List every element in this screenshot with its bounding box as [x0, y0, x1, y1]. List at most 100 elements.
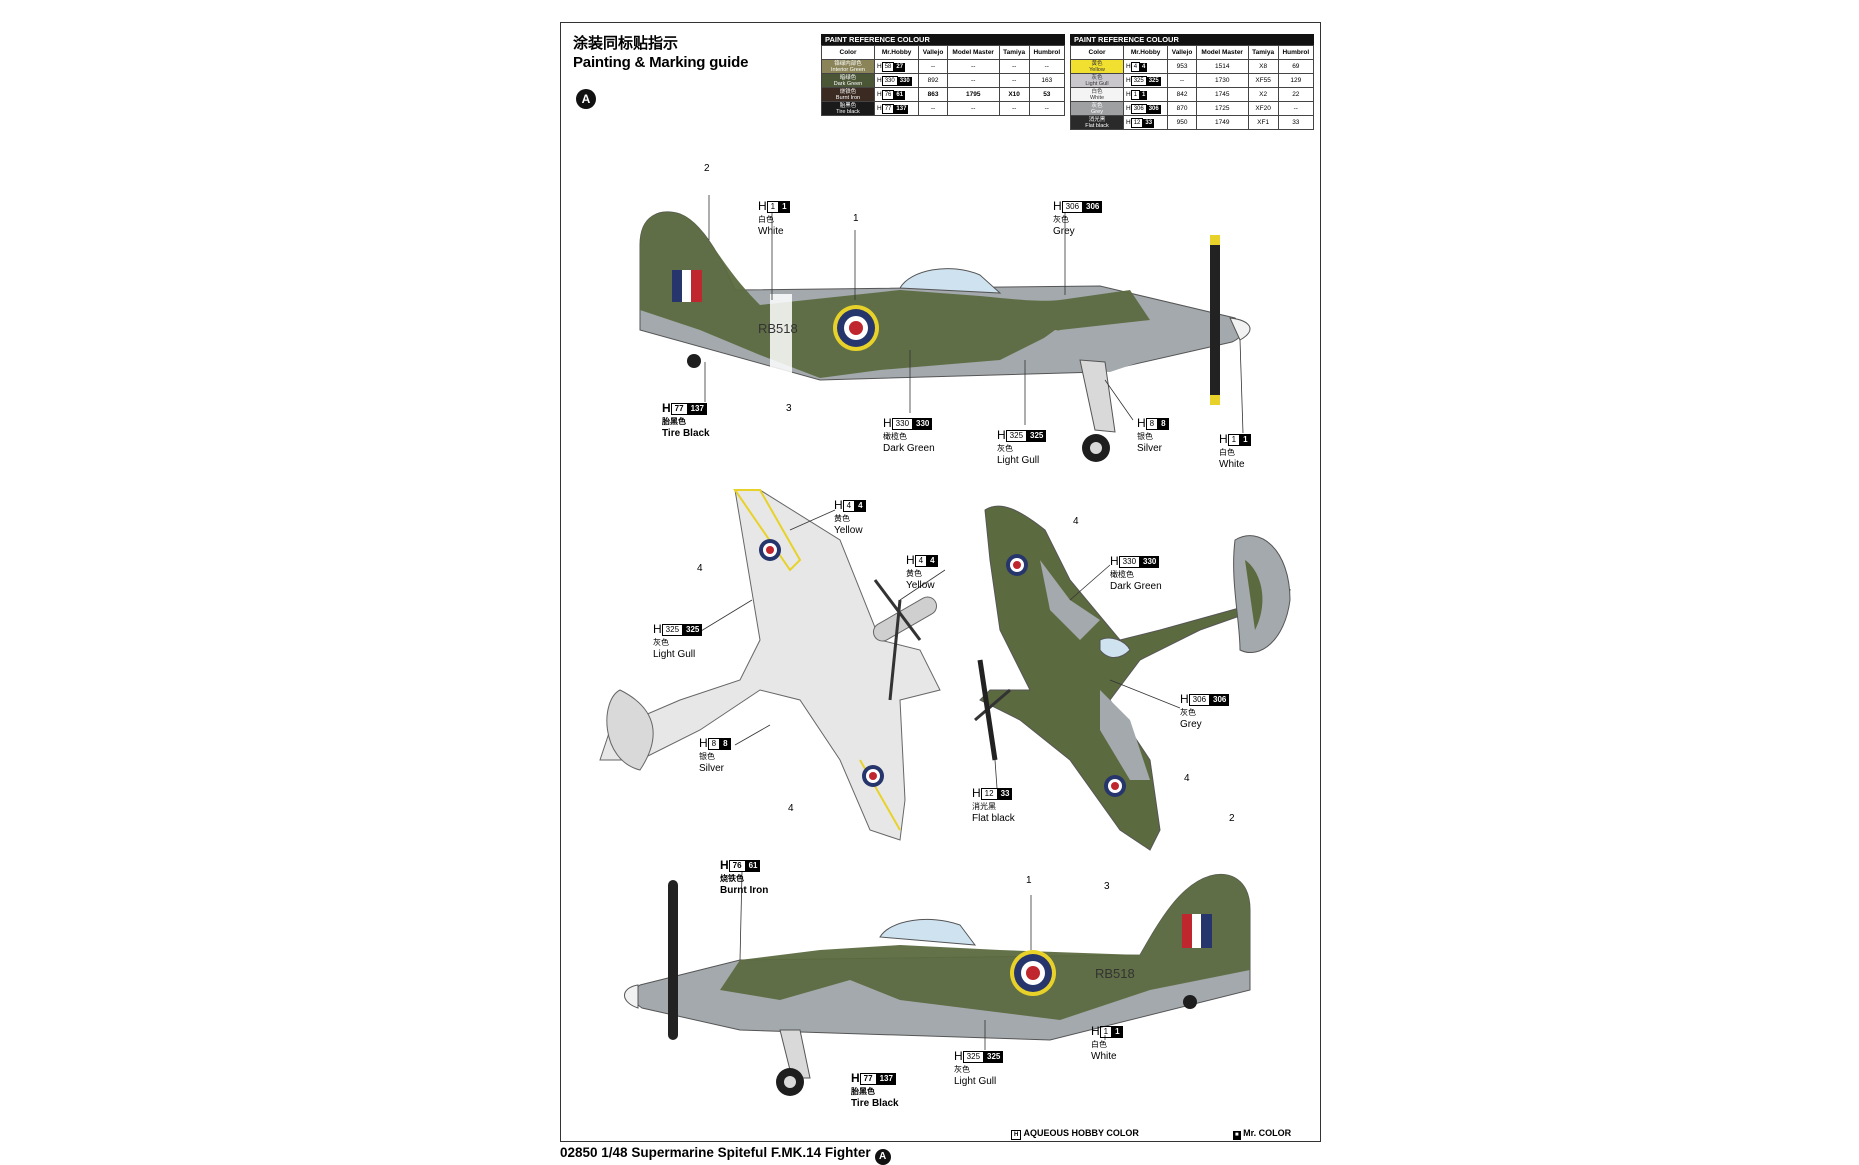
c-code: 306: [1210, 694, 1230, 706]
callout-cn: 消光黑: [972, 802, 996, 811]
h-code: 77: [859, 1073, 877, 1085]
c-code: 330: [897, 76, 912, 86]
swatch-cn: 铬绿内部色: [834, 60, 862, 67]
right-profile-aircraft: RB518: [624, 873, 1251, 1096]
footer-scheme-badge: A: [874, 1149, 891, 1165]
kit-title: 02850 1/48 Supermarine Spiteful F.MK.14 …: [560, 1145, 871, 1160]
callout-en: Grey: [1053, 226, 1075, 237]
guide-title-chinese: 涂装同标贴指示: [573, 34, 679, 52]
c-code: 33: [997, 788, 1013, 800]
swatch-cn: 暗绿色: [839, 74, 857, 81]
c-code: 306: [1146, 104, 1161, 114]
marker-number: 4: [1073, 516, 1079, 527]
legend-h-icon: H: [1011, 1130, 1022, 1140]
c-code: 4: [927, 555, 938, 567]
swatch-en: Burnt Iron: [835, 94, 861, 101]
marker-number: 4: [697, 563, 703, 574]
underside-plan-aircraft: [599, 489, 941, 841]
guide-title-english: Painting & Marking guide: [573, 54, 749, 71]
callout-en: Yellow: [834, 525, 863, 536]
swatch-cn: 胎黑色: [839, 102, 857, 109]
callout-en: White: [758, 226, 784, 237]
h-code: 1: [1227, 434, 1241, 446]
swatch-en: White: [1089, 94, 1105, 101]
callout-cn: 橄榄色: [883, 432, 907, 441]
swatch-en: Grey: [1091, 108, 1103, 115]
callout-cn: 胎黑色: [662, 417, 686, 426]
c-code: 33: [1143, 118, 1155, 128]
callout-en: Flat black: [972, 813, 1015, 824]
h-code: 77: [881, 103, 895, 114]
humbrol-cell: --: [1028, 101, 1066, 116]
callout-en: Burnt Iron: [720, 885, 769, 896]
c-code: 1: [1240, 434, 1251, 446]
h-code: 4: [842, 500, 856, 512]
c-code: 306: [1083, 201, 1103, 213]
c-code: 137: [894, 104, 909, 114]
h-code: 325: [661, 624, 684, 636]
h-code: 12: [1130, 117, 1144, 128]
callout-cn: 灰色: [1180, 708, 1196, 717]
callout-cn: 白色: [758, 215, 774, 224]
c-code: 8: [720, 738, 731, 750]
legend-aqueous: H AQUEOUS HOBBY COLOR: [1011, 1128, 1139, 1140]
swatch-en: Interior Green: [831, 66, 865, 73]
c-code: 330: [913, 418, 933, 430]
callout-en: Silver: [1137, 443, 1163, 454]
h-code: 330: [891, 418, 914, 430]
callout-cn: 银色: [1137, 432, 1153, 441]
h-code: 325: [1005, 430, 1028, 442]
h-code: 306: [1188, 694, 1211, 706]
callout-cn: 白色: [1091, 1040, 1107, 1049]
paint-table-caption: PAINT REFERENCE COLOUR: [1070, 34, 1314, 45]
swatch-en: Tire black: [836, 108, 860, 115]
marker-number: 1: [1026, 875, 1032, 886]
callout-cn: 灰色: [1053, 215, 1069, 224]
callout-cn: 银色: [699, 752, 715, 761]
callout-leader-lines: [700, 195, 1244, 1050]
c-code: 1: [1112, 1026, 1123, 1038]
h-code: 330: [881, 75, 898, 86]
c-code: 330: [1140, 556, 1160, 568]
kit-footer: 02850 1/48 Supermarine Spiteful F.MK.14 …: [560, 1145, 891, 1165]
col-header: Humbrol: [1028, 45, 1066, 60]
swatch-en: Flat black: [1085, 122, 1109, 129]
marker-number: 4: [1184, 773, 1190, 784]
left-profile-aircraft: RB518: [639, 211, 1251, 462]
callout-cn: 橄榄色: [1110, 570, 1134, 579]
callout-cn: 烧铁色: [720, 874, 744, 883]
serial-marking: RB518: [758, 321, 798, 336]
model-master-cell: 1749: [1195, 115, 1249, 130]
h-code: 1: [1130, 89, 1141, 100]
instruction-sheet-frame: [560, 22, 1321, 1142]
c-code: 61: [745, 860, 761, 872]
model-master-cell: --: [946, 101, 1000, 116]
c-code: 8: [1158, 418, 1169, 430]
paint-table-1: PAINT REFERENCE COLOUR Color Mr.Hobby Va…: [821, 34, 1066, 116]
h-code: 306: [1061, 201, 1084, 213]
h-code: 76: [728, 860, 746, 872]
